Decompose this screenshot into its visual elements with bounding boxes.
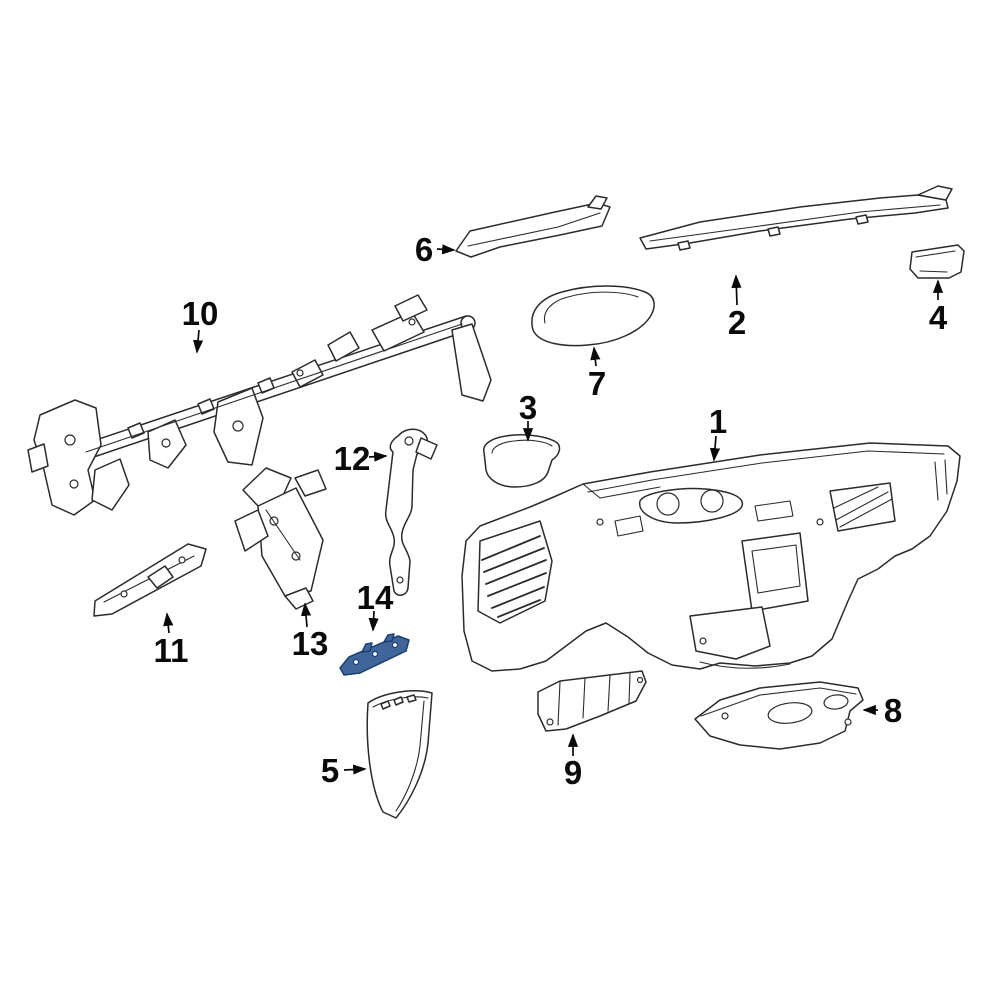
callout-number: 11 xyxy=(154,632,189,669)
callout-number: 10 xyxy=(182,295,219,332)
callout-number: 13 xyxy=(292,625,329,662)
callout-number: 2 xyxy=(728,304,746,341)
callout-arrow xyxy=(436,244,456,255)
callout-3: 3 xyxy=(519,389,537,442)
callout-number: 8 xyxy=(884,692,902,729)
callout-arrow xyxy=(192,329,204,354)
callout-10: 10 xyxy=(182,295,219,354)
callout-8: 8 xyxy=(862,692,902,729)
callout-number: 1 xyxy=(709,403,727,440)
callout-7: 7 xyxy=(588,346,606,402)
callout-13: 13 xyxy=(292,602,329,662)
part-14 xyxy=(339,633,410,676)
callout-number: 5 xyxy=(321,752,339,789)
callout-2: 2 xyxy=(728,274,746,341)
part-10 xyxy=(27,294,492,516)
callout-arrow xyxy=(163,612,174,634)
callout-4: 4 xyxy=(929,279,948,336)
callout-number: 7 xyxy=(588,365,606,402)
callout-arrow xyxy=(731,274,742,306)
part-6 xyxy=(455,195,611,258)
callout-arrow xyxy=(343,764,367,775)
callout-number: 3 xyxy=(519,389,537,426)
callout-14: 14 xyxy=(357,579,394,632)
callout-arrow xyxy=(300,602,312,628)
part-7 xyxy=(531,285,655,347)
callout-number: 6 xyxy=(415,231,433,268)
part-8 xyxy=(694,681,864,750)
callout-arrow xyxy=(368,451,388,462)
part-12 xyxy=(384,428,438,596)
callout-arrow xyxy=(368,610,379,632)
part-4 xyxy=(909,244,965,279)
callout-number: 14 xyxy=(357,579,394,616)
callout-number: 9 xyxy=(564,754,582,791)
part-3 xyxy=(483,434,561,488)
callout-12: 12 xyxy=(334,440,388,477)
part-1 xyxy=(461,442,961,672)
callout-6: 6 xyxy=(415,231,456,268)
part-9 xyxy=(537,670,647,732)
part-13 xyxy=(234,467,327,610)
part-11 xyxy=(93,543,207,617)
callout-1: 1 xyxy=(709,403,727,462)
callout-number: 12 xyxy=(334,440,371,477)
callout-arrow xyxy=(590,346,601,367)
part-2 xyxy=(639,185,953,251)
part-5 xyxy=(366,690,433,819)
callout-11: 11 xyxy=(154,612,189,669)
callout-5: 5 xyxy=(321,752,367,789)
callout-number: 4 xyxy=(929,299,948,336)
callout-arrow xyxy=(709,435,721,462)
callout-9: 9 xyxy=(564,733,582,791)
